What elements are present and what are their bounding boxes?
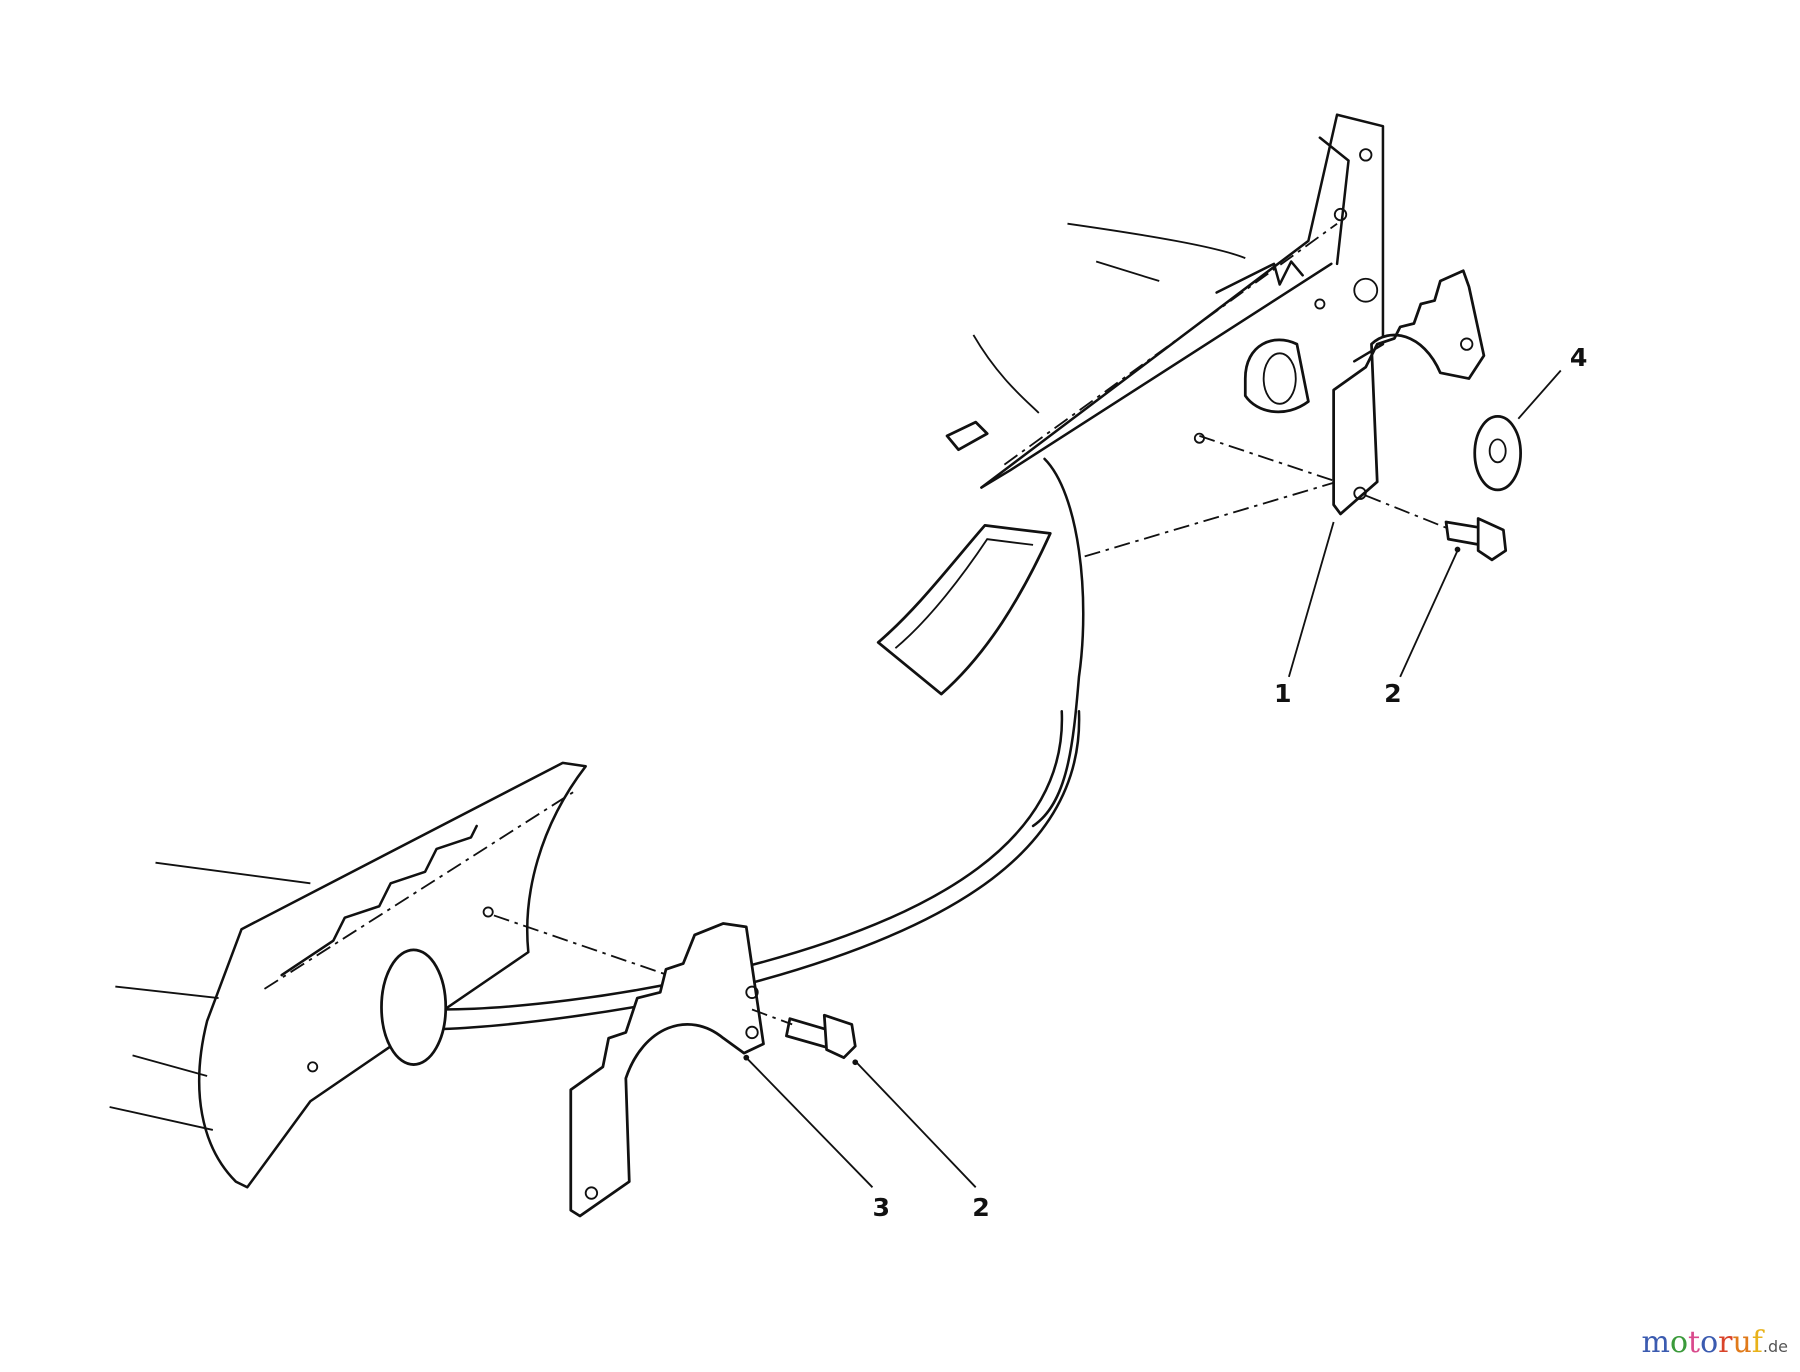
part-2-bolt-lower [751, 1008, 857, 1060]
mower-deck-upper [876, 113, 1385, 828]
callout-3: 3 [872, 1193, 890, 1222]
mower-deck-lower [109, 761, 736, 1189]
watermark-suffix: .de [1762, 1337, 1788, 1356]
callout-2-upper: 2 [1384, 679, 1402, 708]
part-4-washer [1473, 415, 1522, 492]
callout-1: 1 [1274, 679, 1292, 708]
watermark-logo: motoruf.de [1641, 1325, 1788, 1360]
part-3-height-adjuster-plate [569, 922, 765, 1218]
watermark-text: motoruf [1641, 1325, 1763, 1360]
part-1-height-adjuster-plate [1332, 269, 1486, 516]
leader-lines [743, 369, 1562, 1188]
callout-2-lower: 2 [972, 1193, 990, 1222]
callout-4: 4 [1570, 343, 1588, 372]
handle-bar [441, 709, 1081, 1031]
part-2-bolt-upper [1365, 494, 1508, 562]
